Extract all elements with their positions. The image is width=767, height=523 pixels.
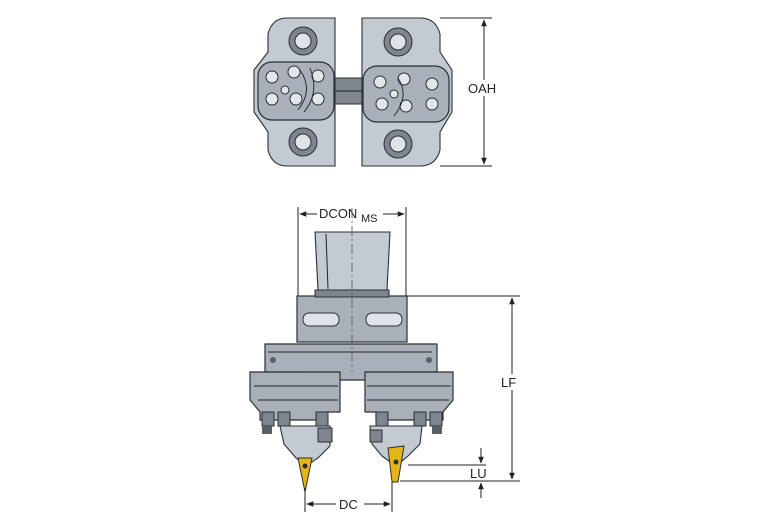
flange-slot-left: [302, 312, 340, 327]
left-clamp-bolts: [261, 411, 329, 434]
screw-cluster-right: [373, 72, 439, 117]
dc-label: DC: [339, 497, 358, 512]
right-cartridge-screw: [369, 429, 383, 443]
insert-screw-icon: [302, 463, 308, 469]
bolt-icon: [383, 129, 413, 159]
bolt-icon: [288, 127, 318, 157]
bolt-icon: [288, 26, 318, 56]
shank-shade-line: [325, 233, 329, 290]
flange-slot-right: [365, 312, 403, 327]
side-view: DCON MS: [249, 204, 524, 512]
coolant-hole-icon: [426, 357, 432, 363]
insert-screw-icon: [393, 459, 399, 465]
left-insert: [297, 457, 313, 493]
screw-cluster-left: [265, 65, 325, 113]
coolant-hole-icon: [270, 357, 276, 363]
oah-label: OAH: [468, 81, 496, 96]
lf-label: LF: [501, 375, 516, 390]
bolt-icon: [383, 27, 413, 57]
right-arm: [364, 371, 454, 421]
oah-label-bg: [464, 80, 504, 96]
top-view: OAH: [253, 17, 504, 167]
dcon-label: DCON: [319, 206, 357, 221]
dc-label-bg: [336, 496, 364, 512]
lf-label-bg: [500, 374, 524, 390]
lu-label: LU: [470, 466, 487, 481]
dcon-label-bg: [317, 204, 383, 222]
left-cartridge-screw: [317, 427, 333, 443]
dcon-label-sub: MS: [361, 213, 378, 225]
